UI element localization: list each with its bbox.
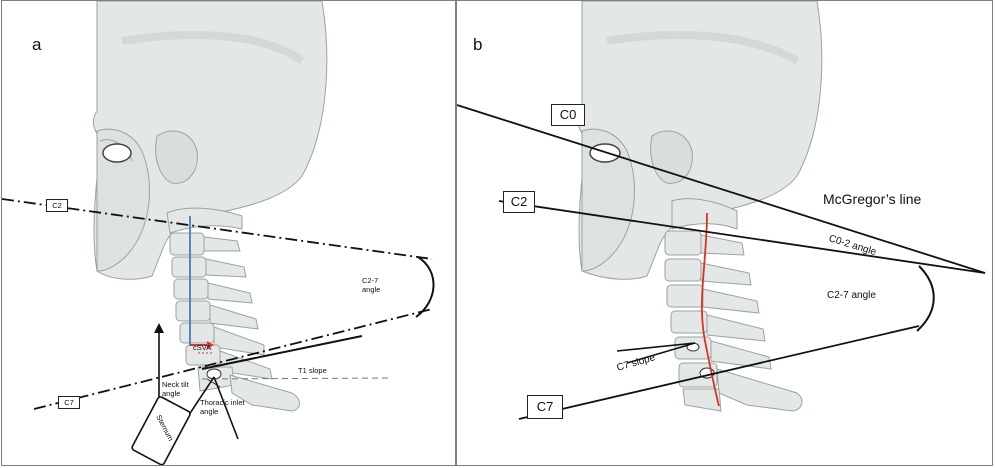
cervical-spine: [665, 199, 802, 411]
panel-b-letter: b: [473, 35, 482, 55]
csva-label: cSVA: [193, 344, 211, 353]
panel-b-c7-box: C7: [527, 395, 563, 419]
panel-a-letter: a: [32, 35, 41, 55]
mcgregors-line-label: McGregor’s line: [823, 191, 921, 207]
panel-a-c7-box: C7: [58, 396, 80, 409]
panel-b-c0-box: C0: [551, 104, 585, 126]
c2-7-angle-arc: [917, 266, 934, 331]
panel-a-c2-7-angle-label: C2-7 angle: [362, 277, 396, 294]
panel-b-c2-box: C2: [503, 191, 535, 213]
thoracic-inlet-label: Thoracic inlet angle: [200, 399, 248, 416]
c2-7-angle-arc: [416, 257, 434, 317]
panel-a: a C2 C7 C2-7 angle cSVA T1 slope Neck ti…: [1, 0, 456, 466]
panel-a-c2-box: C2: [46, 199, 68, 212]
neck-tilt-label: Neck tilt angle: [162, 381, 200, 398]
panel-b-c2-7-angle-label: C2-7 angle: [827, 290, 876, 301]
panel-b: b C0 C2 C7 McGregor’s line C0-2 angle C2…: [456, 0, 993, 466]
t1-slope-label: T1 slope: [298, 367, 327, 376]
